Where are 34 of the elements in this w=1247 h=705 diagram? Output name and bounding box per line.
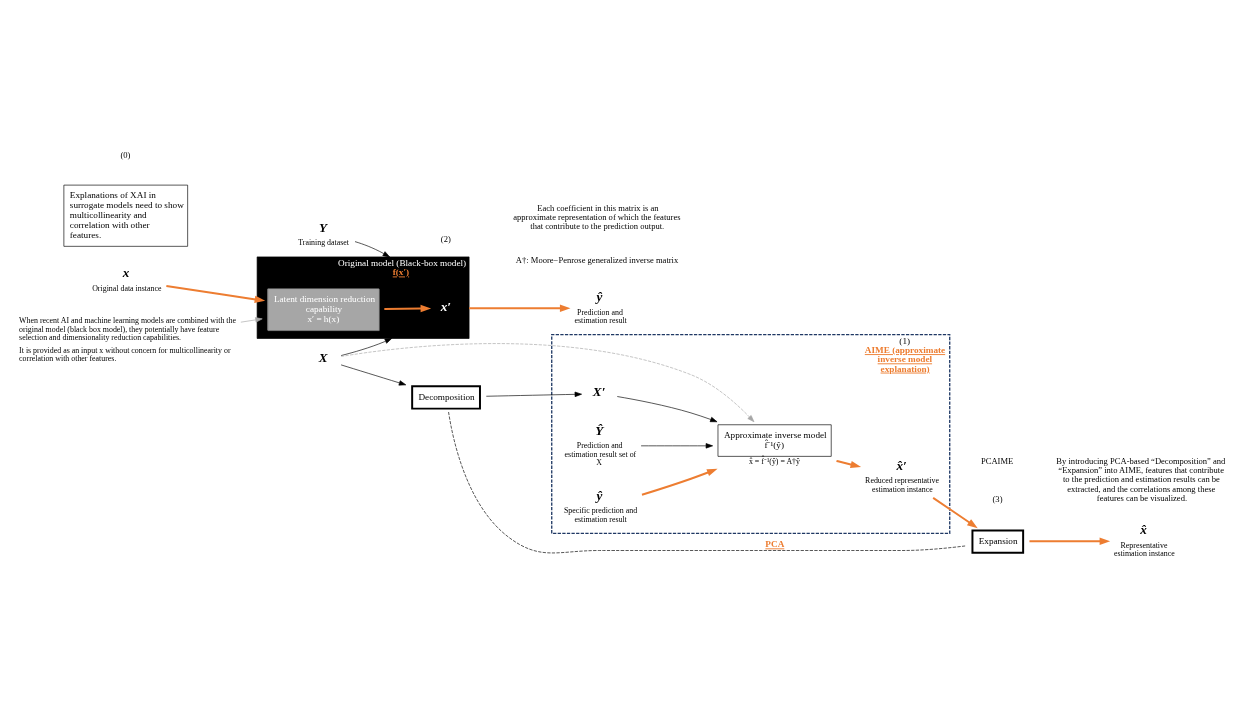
arrow bbox=[383, 304, 432, 312]
node-text: ŷ bbox=[596, 487, 603, 503]
arrow bbox=[835, 459, 862, 468]
label: Each coefficient in this matrix is an approximate representation of which the features that contribute to the prediction output. bbox=[513, 202, 681, 231]
node-text: x′ bbox=[440, 298, 452, 314]
arrow bbox=[640, 442, 713, 448]
node-text: ŷ bbox=[596, 288, 603, 304]
arrow bbox=[354, 240, 390, 257]
label: By introducing PCA-based “Decomposition” and “Expansion” into AIME, features that contribute to the prediction and estimation results can be extracted, and the correlations among these features can be visualized. bbox=[1056, 455, 1226, 503]
arrow bbox=[932, 496, 978, 528]
label: (3) bbox=[992, 493, 1003, 504]
arrow bbox=[240, 316, 263, 322]
node-text: Y bbox=[319, 219, 328, 235]
node-text: Ŷ bbox=[595, 422, 604, 438]
arrow bbox=[340, 364, 407, 385]
edge-label: PCA bbox=[765, 538, 785, 549]
connector bbox=[448, 411, 967, 553]
label: (0) bbox=[120, 149, 131, 160]
node-text: X bbox=[318, 349, 328, 365]
arrow bbox=[640, 468, 718, 496]
label: PCAIME bbox=[981, 455, 1014, 466]
arrow bbox=[340, 337, 392, 356]
node-text: x̂′ bbox=[896, 457, 907, 473]
arrow bbox=[1028, 537, 1111, 545]
node-text: x bbox=[122, 264, 130, 280]
node-text: X′ bbox=[592, 383, 606, 399]
arrow bbox=[616, 395, 718, 422]
arrow bbox=[340, 342, 755, 422]
label: (2) bbox=[440, 233, 451, 244]
arrow bbox=[485, 391, 582, 397]
arrow bbox=[165, 284, 266, 303]
arrow bbox=[468, 304, 571, 312]
node-text: x̂ bbox=[1140, 521, 1147, 537]
label: A†: Moore−Penrose generalized inverse matrix bbox=[515, 254, 679, 265]
